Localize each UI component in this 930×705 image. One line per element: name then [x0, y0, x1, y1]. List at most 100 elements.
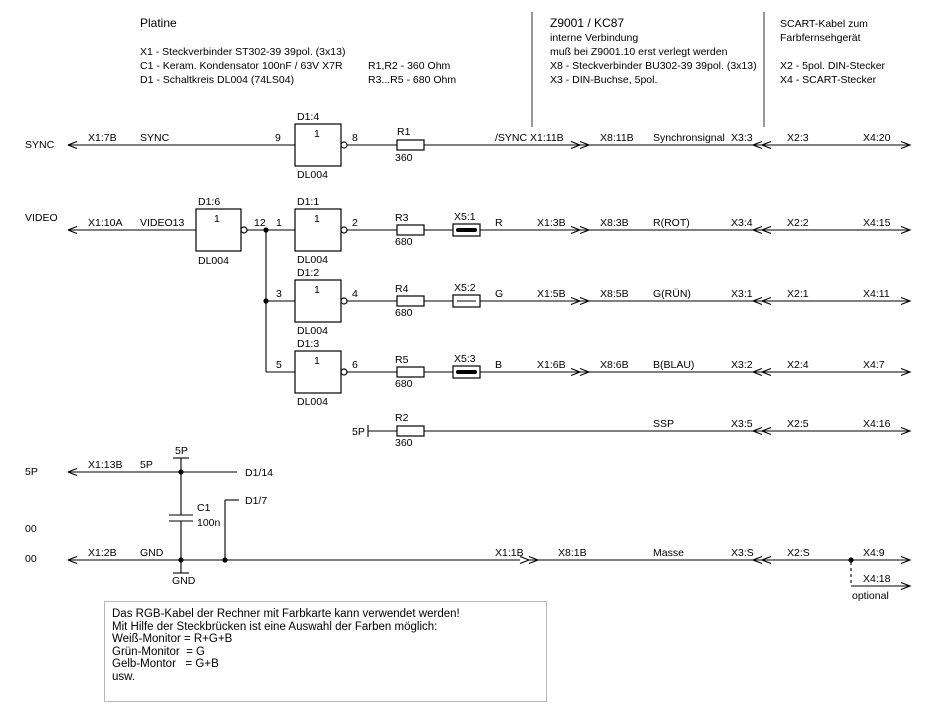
color-row-g: 3 1 D1:2 DL004 4 R4 680 X5:2 G X1:5B X8:… [276, 267, 912, 337]
gnd-desc: Masse [653, 547, 684, 559]
ssp-source: 5P [352, 426, 365, 438]
resistor-r4-ref: R4 [395, 283, 409, 295]
color-b-x3: X3:2 [731, 359, 753, 371]
color-g-desc: G(RÜN) [653, 288, 691, 300]
platine-title: Platine [140, 16, 177, 30]
gate-d1-2-ic: DL004 [297, 325, 328, 337]
gate-d1-4-ic: DL004 [297, 169, 328, 181]
color-g-pin-in: 3 [276, 288, 282, 300]
color-b-x1: X1:6B [537, 359, 566, 371]
resistor-r5-ref: R5 [395, 354, 409, 366]
sync-x2: X2:3 [787, 132, 809, 144]
resistor-r2-val: 360 [395, 437, 413, 449]
resistor-r1-ref: R1 [397, 126, 411, 138]
sync-row: X1:7B SYNC 9 1 D1:4 DL004 8 R1 360 /SYNC… [67, 111, 912, 181]
note-line-3: Weiß-Monitor = R+G+B [112, 633, 233, 646]
gate-d1-1-ref: D1:1 [297, 196, 319, 208]
power-x1: X1:13B [88, 459, 122, 471]
resistor-r4-val: 680 [395, 307, 413, 319]
z9001-line-2: muß bei Z9001.10 erst verlegt werden [550, 46, 728, 58]
platine-res-r1r2: R1,R2 - 360 Ohm [368, 60, 451, 72]
color-r-x4: X4:15 [863, 217, 891, 229]
gate-d1-6-ref: D1:6 [198, 196, 220, 208]
gnd-x4-opt: X4:18 [863, 573, 891, 585]
note-line-2: Mit Hilfe der Steckbrücken ist eine Ausw… [112, 620, 438, 633]
gate-d1-6 [195, 208, 242, 252]
color-b-pin-out: 6 [352, 359, 358, 371]
signal-video: VIDEO [25, 212, 58, 224]
gnd-x1b: X1:1B [495, 547, 524, 559]
ssp-row: 5P R2 360 SSP X3:5 X2:5 X4:16 [352, 412, 912, 449]
gate-d1-4-ref: D1:4 [297, 111, 319, 123]
gate-d1-1 [294, 208, 342, 252]
bridge-x5-3-ref: X5:3 [454, 353, 476, 365]
sync-x4: X4:20 [863, 132, 891, 144]
platine-line-x1: X1 - Steckverbinder ST302-39 39pol. (3x1… [140, 46, 345, 58]
z9001-title: Z9001 / KC87 [550, 16, 624, 30]
capacitor-c1-ref: C1 [197, 502, 211, 514]
gnd-row: X1:2B GND GND X1:1B X8:1B Masse X3:S X2:… [67, 547, 912, 602]
gate-d1-3-ref: D1:3 [297, 338, 319, 350]
gate-d1-4 [294, 123, 342, 167]
resistor-r2 [396, 425, 425, 437]
sync-x1: X1:7B [88, 132, 117, 144]
color-row-r: 1 1 D1:1 DL004 2 R3 680 X5:1 R X1:3B X8:… [276, 196, 912, 266]
color-r-x8: X8:3B [600, 217, 629, 229]
platine-line-c1: C1 - Keram. Kondensator 100nF / 63V X7R [140, 60, 343, 72]
gate-d1-3-ic: DL004 [297, 396, 328, 408]
video-x1: X1:10A [88, 217, 122, 229]
color-b-x4: X4:7 [863, 359, 885, 371]
resistor-r3 [396, 224, 425, 236]
z9001-line-4: X3 - DIN-Buchse, 5pol. [550, 74, 657, 86]
gate-d1-1-ic: DL004 [297, 254, 328, 266]
power-name: 5P [140, 459, 153, 471]
power-row: X1:13B 5P 5P D1/14 C1 100n D1/7 [67, 445, 273, 560]
signal-00-a: 00 [25, 523, 37, 535]
gate-d1-1-label: 1 [314, 213, 320, 225]
scart-title-2: Farbfernsehgerät [780, 32, 861, 44]
scart-line-x4: X4 - SCART-Stecker [780, 74, 877, 86]
ssp-x3: X3:5 [731, 418, 753, 430]
color-r-x2: X2:2 [787, 217, 809, 229]
resistor-r2-ref: R2 [395, 412, 409, 424]
video-pin12: 12 [254, 217, 266, 229]
gate-d1-3 [294, 350, 342, 394]
scart-title-1: SCART-Kabel zum [780, 18, 868, 30]
resistor-r3-ref: R3 [395, 212, 409, 224]
gnd-x2: X2:S [787, 547, 810, 559]
sync-pin-out: 8 [352, 132, 358, 144]
resistor-r5-val: 680 [395, 378, 413, 390]
scart-line-x2: X2 - 5pol. DIN-Stecker [780, 60, 886, 72]
color-g-x3: X3:1 [731, 288, 753, 300]
power-d1-14: D1/14 [245, 467, 273, 479]
z9001-line-1: interne Verbindung [550, 32, 638, 44]
color-r-x1: X1:3B [537, 217, 566, 229]
color-g-x8: X8:5B [600, 288, 629, 300]
color-g-name: G [495, 288, 503, 300]
color-b-x8: X8:6B [600, 359, 629, 371]
color-g-x2: X2:1 [787, 288, 809, 300]
note-line-4: Grün-Monitor = G [112, 645, 205, 658]
video-input: X1:10A VIDEO13 1 D1:6 DL004 12 [67, 196, 295, 373]
video-name: VIDEO13 [140, 217, 185, 229]
gate-d1-6-ic: DL004 [198, 255, 229, 267]
sync-x3: X3:3 [731, 132, 753, 144]
note-line-1: Das RGB-Kabel der Rechner mit Farbkarte … [112, 608, 460, 620]
color-g-x4: X4:11 [863, 288, 890, 300]
sync-desc: Synchronsignal [653, 132, 725, 144]
resistor-r1-val: 360 [395, 152, 413, 164]
gate-d1-2-ref: D1:2 [297, 267, 319, 279]
capacitor-c1-val: 100n [197, 517, 221, 529]
gate-d1-2 [294, 279, 342, 323]
color-r-x3: X3:4 [731, 217, 753, 229]
color-r-pin-out: 2 [352, 217, 358, 229]
gnd-x1: X1:2B [88, 547, 117, 559]
ssp-desc: SSP [653, 418, 674, 430]
resistor-r1 [396, 139, 425, 151]
note-line-6: usw. [112, 670, 136, 683]
gate-d1-6-label: 1 [214, 213, 220, 225]
color-row-b: 5 1 D1:3 DL004 6 R5 680 X5:3 B X1:6B X8:… [276, 338, 912, 408]
signal-sync: SYNC [25, 139, 55, 151]
gnd-optional: optional [852, 590, 889, 602]
